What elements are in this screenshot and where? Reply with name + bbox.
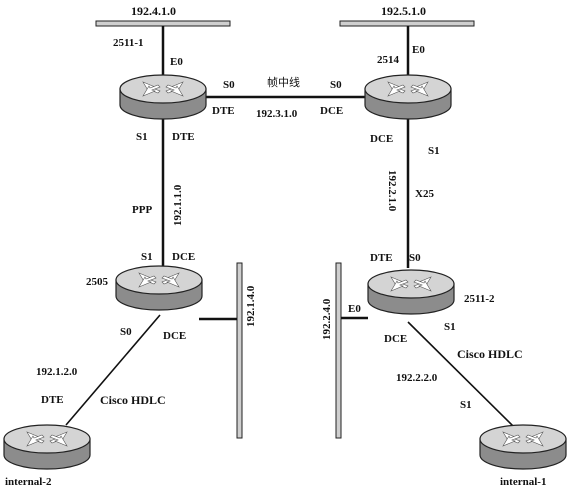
router-name-internal-2: internal-2 (5, 476, 52, 488)
router-internal-2[interactable] (3, 424, 91, 470)
router-2505[interactable] (115, 265, 203, 311)
link-hdlc-right (407, 321, 515, 428)
router-2514[interactable] (364, 74, 452, 120)
port-2505-s1: S1 (141, 251, 153, 263)
bus-2505-lan (236, 262, 243, 439)
role-2514-s1: DCE (370, 133, 393, 145)
bus-top-right (339, 20, 475, 27)
role-2514-s0: DCE (320, 105, 343, 117)
network-label-2511-2-lan: 192.2.4.0 (321, 298, 333, 340)
role-2511-2-s1: DCE (384, 333, 407, 345)
network-label-top-right: 192.5.1.0 (381, 4, 426, 18)
router-name-2505: 2505 (86, 276, 109, 288)
bus-2511-2-lan (335, 262, 342, 439)
network-label-x25: 192.2.1.0 (386, 170, 398, 212)
port-2511-1-s1: S1 (136, 131, 148, 143)
router-name-2514: 2514 (377, 54, 400, 66)
router-name-2511-1: 2511-1 (113, 37, 144, 49)
port-2511-2-s1: S1 (444, 321, 456, 333)
link-label-ppp: PPP (132, 204, 152, 216)
network-label-hdlc-right: 192.2.2.0 (396, 372, 438, 384)
role-internal-2: DTE (41, 394, 64, 406)
port-2514-s1: S1 (428, 145, 440, 157)
router-name-internal-1: internal-1 (500, 476, 546, 488)
link-label-frame-relay: 帧中线 (267, 75, 300, 89)
port-2511-1-s0: S0 (223, 79, 235, 91)
role-2511-1-s1: DTE (172, 131, 195, 143)
router-internal-1[interactable] (479, 424, 567, 470)
link-hdlc-left (65, 314, 161, 426)
router-2511-1[interactable] (119, 74, 207, 120)
link-label-x25: X25 (415, 188, 434, 200)
router-2511-2[interactable] (367, 269, 455, 315)
port-2511-2-s0: S0 (409, 252, 421, 264)
port-2511-1-e0: E0 (170, 56, 183, 68)
port-2505-s0: S0 (120, 326, 132, 338)
role-2511-2-s0: DTE (370, 252, 393, 264)
network-label-hdlc-left: 192.1.2.0 (36, 366, 78, 378)
link-label-hdlc-right: Cisco HDLC (457, 347, 523, 361)
port-2511-2-e0: E0 (348, 303, 361, 315)
role-2505-s1: DCE (172, 251, 195, 263)
role-2511-1-s0: DTE (212, 105, 235, 117)
network-label-2505-lan: 192.1.4.0 (245, 285, 257, 327)
port-internal-1-s1: S1 (460, 399, 472, 411)
port-2514-e0: E0 (412, 44, 425, 56)
link-label-hdlc-left: Cisco HDLC (100, 393, 166, 407)
network-label-top-left: 192.4.1.0 (131, 4, 176, 18)
router-name-2511-2: 2511-2 (464, 293, 495, 305)
role-2505-s0: DCE (163, 330, 186, 342)
network-label-frame-relay: 192.3.1.0 (256, 108, 298, 120)
bus-top-left (95, 20, 231, 27)
network-label-ppp: 192.1.1.0 (172, 184, 184, 226)
port-2514-s0: S0 (330, 79, 342, 91)
